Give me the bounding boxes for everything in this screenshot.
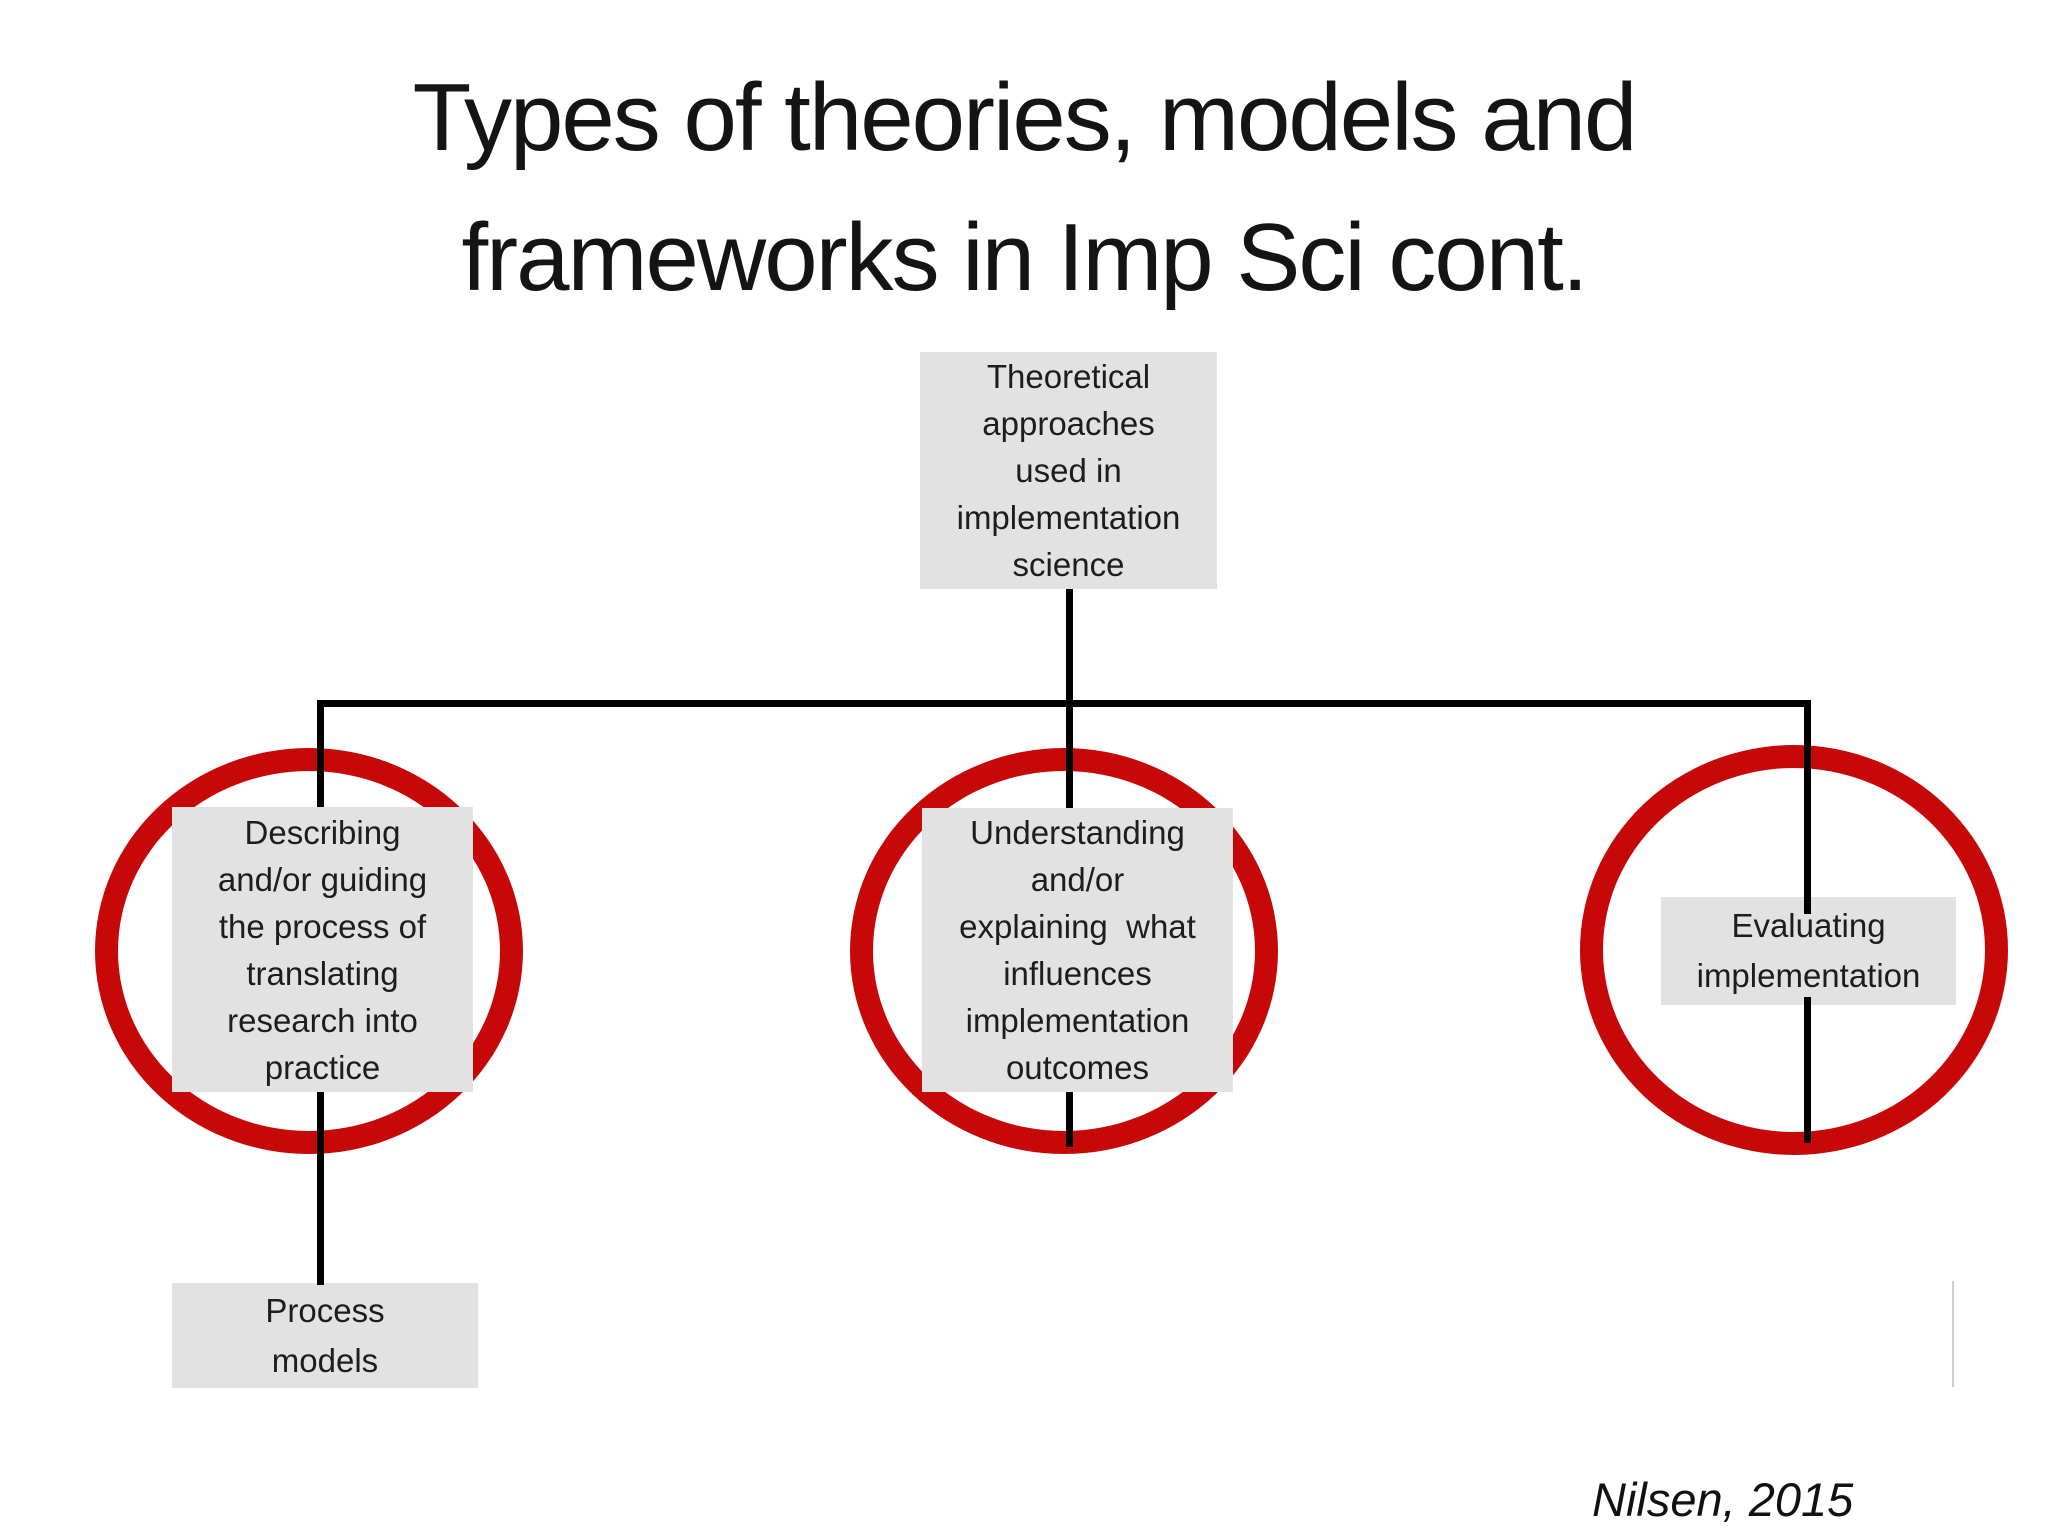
- connector-root-vertical: [1066, 589, 1073, 700]
- connector-left-to-process: [317, 1092, 324, 1285]
- slide-title-line-1: Types of theories, models and: [412, 64, 1638, 171]
- cropped-edge-line: [1952, 1281, 1954, 1387]
- connector-center-drop: [1066, 700, 1073, 808]
- connector-right-drop: [1804, 700, 1811, 914]
- slide-title-line-2: frameworks in Imp Sci cont.: [461, 204, 1589, 311]
- slide-title: Types of theories, models and frameworks…: [0, 48, 2048, 328]
- citation: Nilsen, 2015: [1592, 1473, 1854, 1526]
- connector-right-tail: [1804, 997, 1811, 1143]
- connector-left-drop: [317, 700, 324, 807]
- connector-center-tail: [1066, 1092, 1073, 1147]
- connector-horizontal: [317, 700, 1811, 707]
